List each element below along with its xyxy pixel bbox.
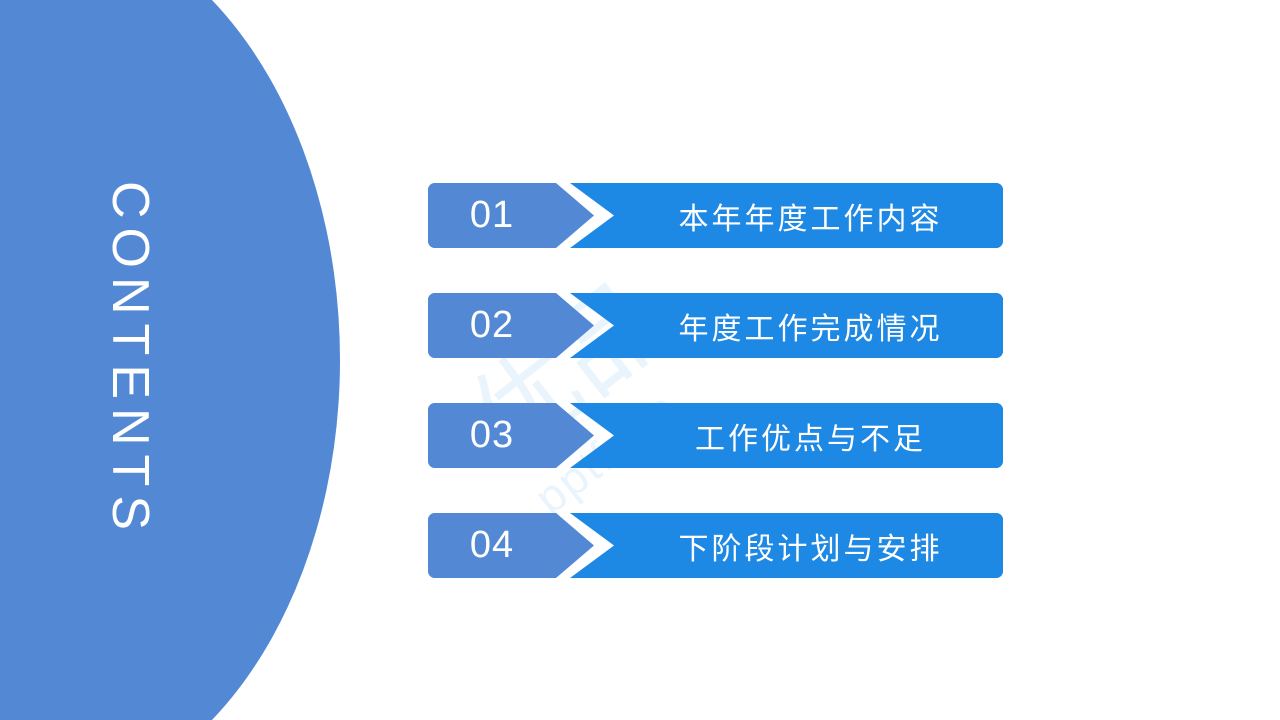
agenda-item-title: 工作优点与不足 xyxy=(695,421,926,457)
number-plate xyxy=(428,403,594,468)
title-bar xyxy=(570,513,1003,578)
agenda-item-3[interactable]: 03 工作优点与不足 xyxy=(428,403,1003,468)
left-ellipse-decoration xyxy=(0,0,340,720)
agenda-item-number: 03 xyxy=(469,414,515,456)
agenda-item-title: 下阶段计划与安排 xyxy=(678,531,943,567)
number-plate xyxy=(428,293,594,358)
number-plate xyxy=(428,513,594,578)
agenda-item-2[interactable]: 02 年度工作完成情况 xyxy=(428,293,1003,358)
agenda-item-number: 04 xyxy=(469,524,515,566)
agenda-item-number: 01 xyxy=(469,194,515,236)
agenda-item-1[interactable]: 01 本年年度工作内容 xyxy=(428,183,1003,248)
agenda-item-title: 本年年度工作内容 xyxy=(678,201,943,237)
agenda-list: 01 本年年度工作内容 02 年度工作完成情况 03 工作优点与不足 04 xyxy=(428,183,1003,578)
title-bar xyxy=(570,403,1003,468)
title-bar xyxy=(570,183,1003,248)
agenda-item-4[interactable]: 04 下阶段计划与安排 xyxy=(428,513,1003,578)
agenda-item-title: 年度工作完成情况 xyxy=(678,311,943,347)
title-bar xyxy=(570,293,1003,358)
number-plate xyxy=(428,183,594,248)
agenda-item-number: 02 xyxy=(469,304,515,346)
